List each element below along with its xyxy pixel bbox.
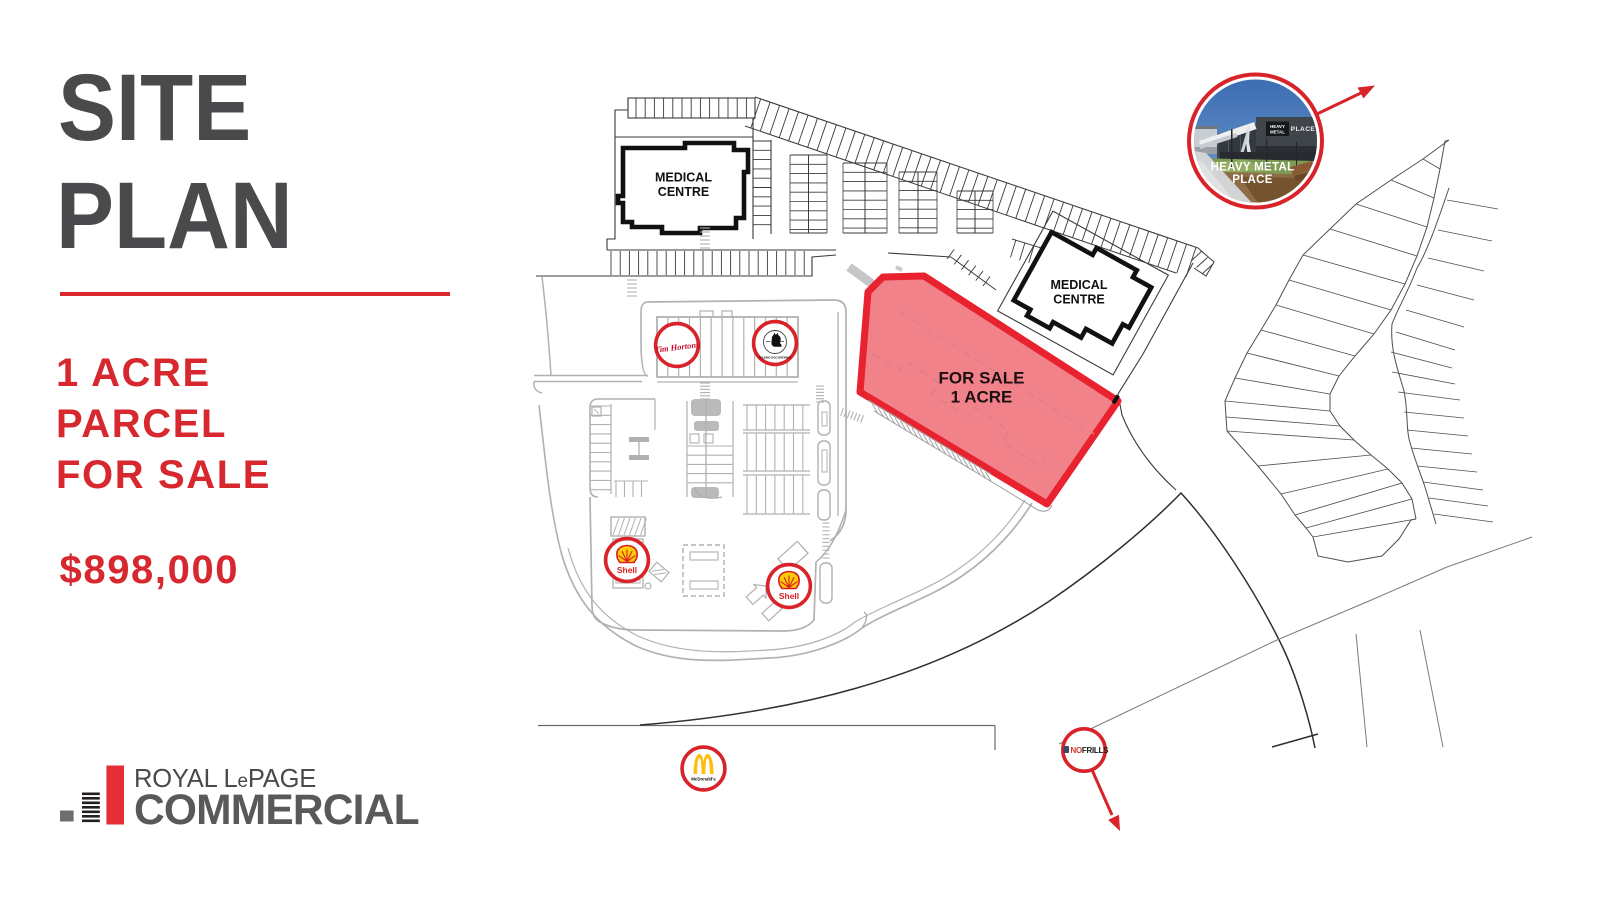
svg-text:MEDICAL: MEDICAL: [1051, 278, 1108, 292]
svg-text:HEAVY: HEAVY: [1270, 124, 1285, 129]
svg-text:NOFRILLS: NOFRILLS: [1071, 746, 1110, 755]
svg-text:PLACE: PLACE: [1291, 126, 1316, 133]
svg-text:Shell: Shell: [617, 565, 637, 575]
svg-text:COMMERCIAL: COMMERCIAL: [134, 787, 419, 830]
svg-text:METAL: METAL: [1270, 130, 1285, 135]
svg-text:ROYAL LePAGE: ROYAL LePAGE: [134, 765, 316, 793]
svg-text:Shell: Shell: [779, 591, 799, 601]
svg-text:HEAVY METAL: HEAVY METAL: [1211, 162, 1295, 174]
svg-text:MEDICAL: MEDICAL: [655, 171, 712, 185]
svg-text:McDonald's: McDonald's: [691, 777, 716, 782]
svg-text:FOR SALE: FOR SALE: [939, 369, 1025, 388]
svg-text:CENTRE: CENTRE: [658, 185, 709, 199]
svg-text:TALKING DOG BREWING: TALKING DOG BREWING: [759, 356, 791, 360]
svg-text:CENTRE: CENTRE: [1053, 293, 1104, 307]
svg-text:PLACE: PLACE: [1232, 174, 1273, 186]
svg-text:1 ACRE: 1 ACRE: [951, 388, 1013, 407]
